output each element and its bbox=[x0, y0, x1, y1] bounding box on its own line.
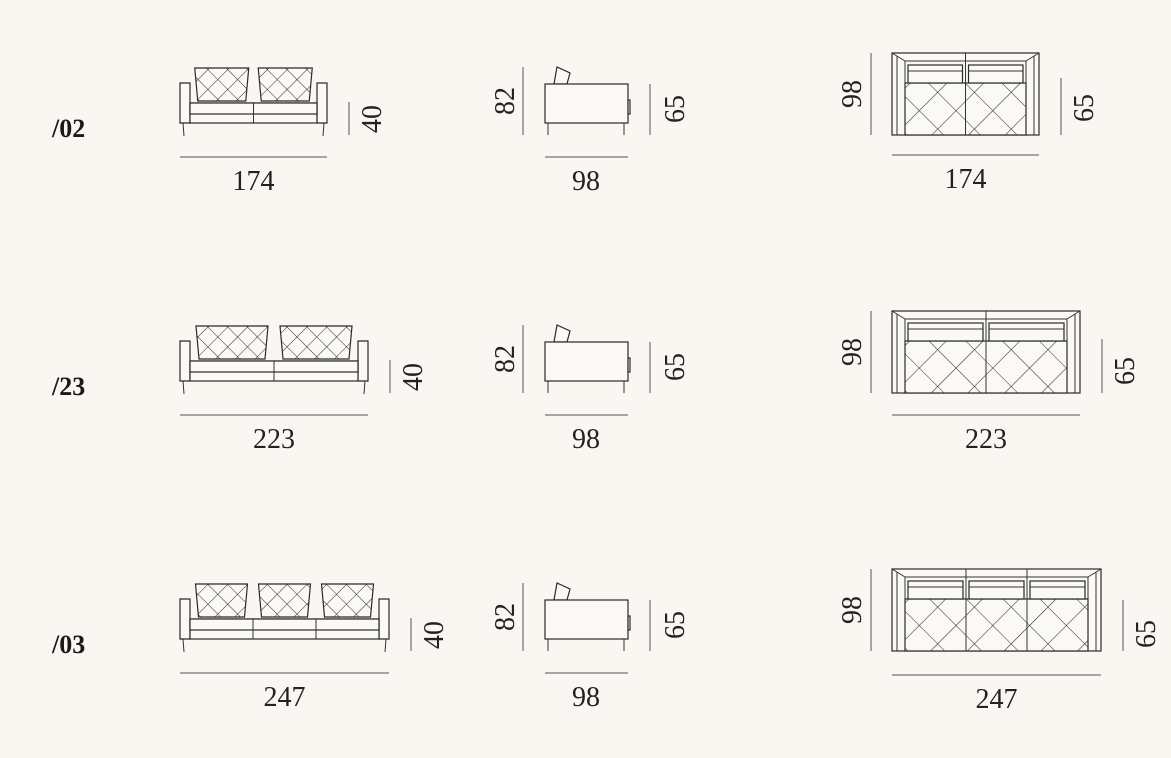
top-view: 98 65 223 bbox=[837, 310, 1141, 455]
top-pillow bbox=[907, 322, 984, 342]
top-depth-label: 98 bbox=[837, 338, 868, 366]
top-pillow bbox=[907, 580, 964, 600]
top-width-label: 223 bbox=[965, 424, 1007, 455]
back-cushion bbox=[320, 583, 375, 618]
width-label: 174 bbox=[233, 166, 275, 197]
top-height-label: 65 bbox=[1069, 94, 1100, 122]
legs bbox=[182, 638, 387, 653]
top-pillow bbox=[1029, 580, 1086, 600]
height-label: 82 bbox=[490, 345, 521, 373]
side-view: 82 65 98 bbox=[490, 66, 691, 197]
height-label: 82 bbox=[490, 603, 521, 631]
side-body bbox=[544, 599, 629, 640]
seat-height-label: 40 bbox=[357, 105, 388, 133]
model-label: /23 bbox=[51, 372, 85, 401]
width-label: 247 bbox=[264, 682, 306, 713]
legs bbox=[182, 380, 366, 395]
side-view: 82 65 98 bbox=[490, 582, 691, 713]
arm-height-label: 65 bbox=[660, 611, 691, 639]
side-body bbox=[544, 341, 629, 382]
seat-height-label: 40 bbox=[398, 363, 429, 391]
back-cushion bbox=[279, 325, 353, 360]
top-pillow bbox=[907, 64, 964, 84]
height-label: 82 bbox=[490, 87, 521, 115]
model-label: /03 bbox=[51, 630, 85, 659]
width-label: 223 bbox=[253, 424, 295, 455]
back-pillow bbox=[553, 582, 571, 601]
back-cushion bbox=[194, 67, 250, 102]
back-pillow bbox=[553, 324, 571, 343]
arm-height-label: 65 bbox=[660, 95, 691, 123]
back-cushion bbox=[257, 67, 313, 102]
top-pillow bbox=[967, 64, 1024, 84]
back-cushion bbox=[194, 583, 249, 618]
back-cushion bbox=[195, 325, 269, 360]
front-view: 223 40 bbox=[179, 325, 429, 455]
top-width-label: 174 bbox=[945, 164, 987, 195]
legs bbox=[182, 122, 325, 137]
top-height-label: 65 bbox=[1131, 620, 1162, 648]
top-pillow bbox=[988, 322, 1065, 342]
top-view: 98 65 174 bbox=[837, 52, 1100, 195]
back-pillow bbox=[553, 66, 571, 85]
top-width-label: 247 bbox=[976, 684, 1018, 715]
seat-cushion bbox=[189, 618, 380, 631]
top-height-label: 65 bbox=[1110, 357, 1141, 385]
top-view: 98 65 247 bbox=[837, 568, 1162, 715]
seat-area bbox=[904, 598, 1089, 652]
depth-label: 98 bbox=[572, 682, 600, 713]
model-label: /02 bbox=[51, 114, 85, 143]
top-depth-label: 98 bbox=[837, 596, 868, 624]
depth-label: 98 bbox=[572, 166, 600, 197]
front-view: 174 40 bbox=[179, 67, 388, 197]
model-row-03: /03 247 40 82 65 98 98 65 247 bbox=[51, 568, 1162, 715]
arm-height-label: 65 bbox=[660, 353, 691, 381]
front-view: 247 40 bbox=[179, 583, 450, 713]
top-depth-label: 98 bbox=[837, 80, 868, 108]
side-body bbox=[544, 83, 629, 124]
depth-label: 98 bbox=[572, 424, 600, 455]
top-pillow bbox=[968, 580, 1025, 600]
side-view: 82 65 98 bbox=[490, 324, 691, 455]
back-cushion bbox=[257, 583, 312, 618]
model-row-23: /23 223 40 82 65 98 98 65 223 bbox=[51, 310, 1141, 455]
seat-height-label: 40 bbox=[419, 621, 450, 649]
model-row-02: /02 174 40 82 65 98 98 65 174 bbox=[51, 52, 1100, 197]
